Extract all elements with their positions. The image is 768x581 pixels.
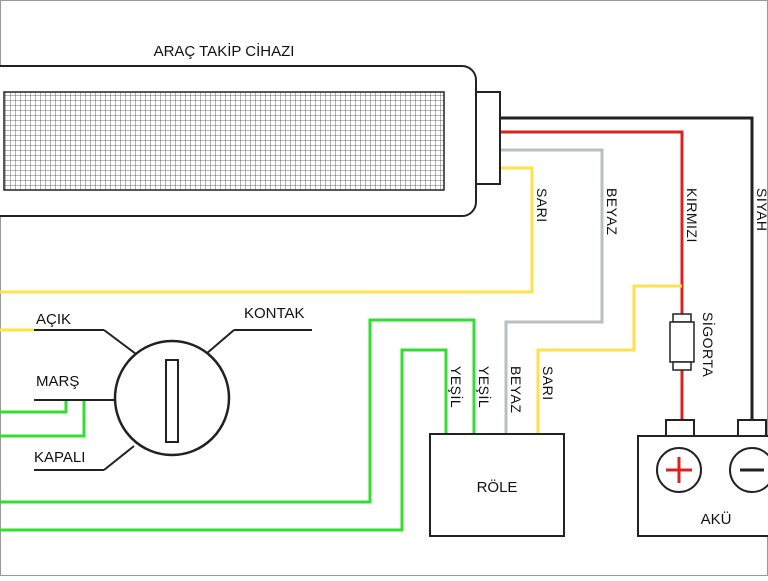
- wire-green-mars: [0, 400, 68, 414]
- wire-label-yesil-1: YEŞİL: [448, 366, 465, 408]
- label-kontak: KONTAK: [244, 305, 305, 322]
- fuse-body: [669, 321, 695, 363]
- wire-label-beyaz-top: BEYAZ: [604, 188, 620, 235]
- fuse: [669, 313, 695, 371]
- label-mars: MARŞ: [36, 373, 79, 390]
- label-kapali: KAPALI: [34, 449, 85, 466]
- wire-yellow-ignition: [0, 166, 534, 294]
- ignition-switch: AÇIK KONTAK MARŞ KAPALI: [34, 305, 312, 471]
- device-vent-grid: [3, 91, 445, 191]
- wire-white: [500, 148, 604, 434]
- device-connector: [475, 91, 501, 185]
- wire-label-beyaz-relay: BEYAZ: [508, 366, 524, 413]
- battery-label: AKÜ: [701, 510, 732, 528]
- battery-terminal-minus: [737, 419, 767, 437]
- wire-red: [500, 130, 684, 316]
- wire-green-mars2: [0, 400, 86, 438]
- device-title: ARAÇ TAKİP CİHAZI: [154, 42, 295, 60]
- wire-label-yesil-2: YEŞİL: [476, 366, 493, 408]
- wire-label-siyah: SİYAH: [754, 188, 768, 231]
- relay-label: RÖLE: [477, 478, 518, 496]
- relay-box: [429, 433, 565, 537]
- relay: RÖLE: [429, 433, 565, 537]
- battery: AKÜ: [637, 419, 768, 537]
- battery-terminal-plus: [665, 419, 695, 437]
- wire-label-kirmizi: KIRMIZI: [684, 188, 700, 243]
- wire-green-outer: [0, 318, 476, 504]
- label-acik: AÇIK: [36, 311, 71, 328]
- wire-green-inner: [0, 348, 448, 532]
- wire-label-sari-relay: SARI: [540, 366, 556, 401]
- wire-yellow-relay: [536, 284, 682, 434]
- key-slot: [165, 359, 179, 443]
- fuse-label: SİGORTA: [700, 312, 717, 377]
- wire-black: [500, 116, 754, 420]
- wire-label-sari-top: SARI: [534, 188, 550, 223]
- tracking-device: ARAÇ TAKİP CİHAZI: [0, 42, 501, 217]
